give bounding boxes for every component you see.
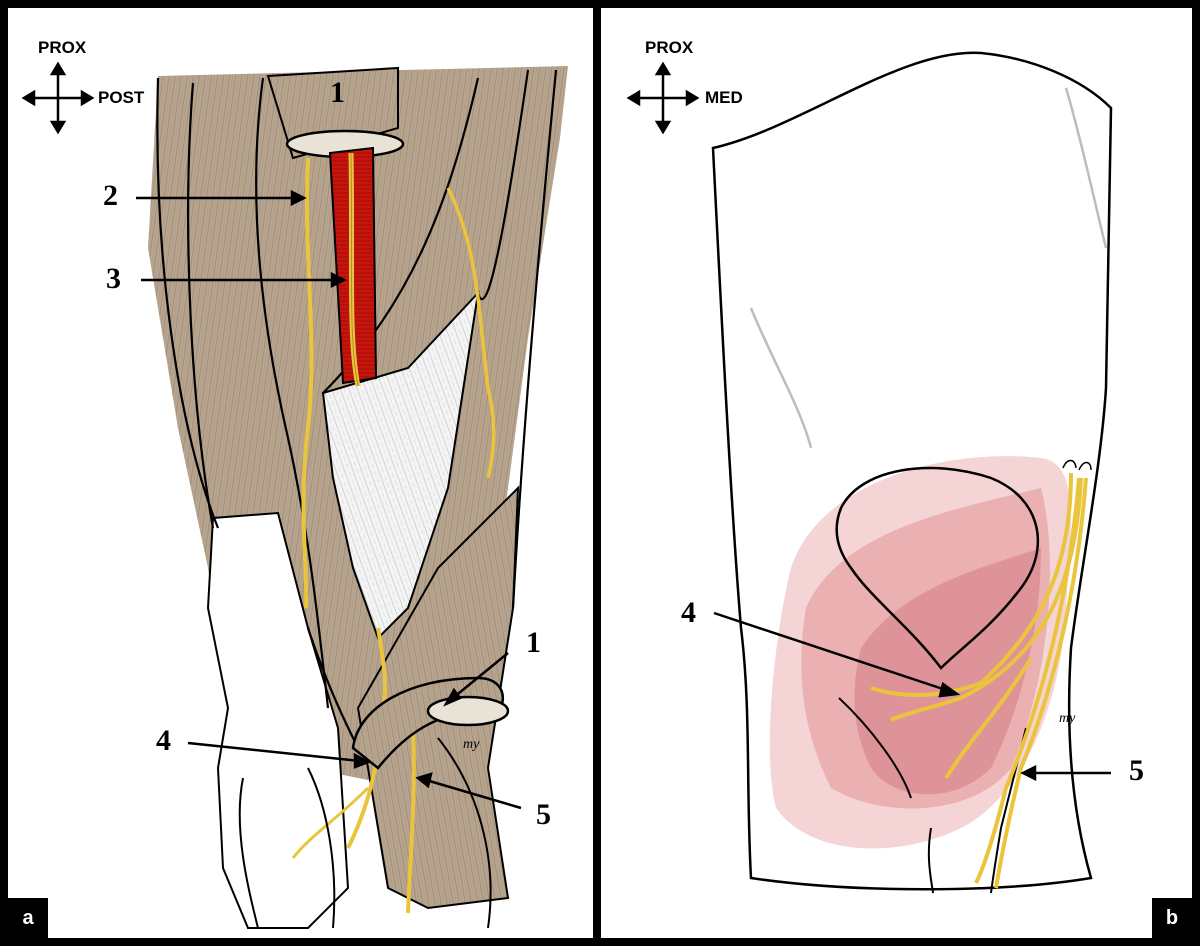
panel-b: my PROX MED 4 5 b <box>601 8 1192 938</box>
direction-up-label: PROX <box>38 38 87 57</box>
callout-leader-lines <box>713 611 1111 782</box>
distal-femur-bone <box>206 511 350 929</box>
callout-3: 3 <box>106 262 121 295</box>
infrapatellar-nerve-branches <box>870 472 1088 889</box>
artist-signature: my <box>1059 711 1076 726</box>
direction-up-label: PROX <box>645 38 694 57</box>
artist-signature: my <box>463 737 480 752</box>
callout-5: 5 <box>1129 754 1144 787</box>
panel-a: my PROX POST 1 2 3 1 4 5 a <box>8 8 593 938</box>
callout-1-bottom: 1 <box>526 626 541 659</box>
callout-2: 2 <box>103 179 118 212</box>
panel-label-b: b <box>1152 898 1192 938</box>
callout-leader-lines <box>136 189 522 810</box>
skin-contour-lines <box>749 87 1108 449</box>
direction-right-label: MED <box>705 88 743 107</box>
callout-1-top: 1 <box>330 76 345 109</box>
compass-arrows <box>626 61 700 135</box>
direction-right-label: POST <box>98 88 145 107</box>
patella-outline <box>835 466 1040 670</box>
tibia-outlines <box>238 737 492 929</box>
panel-label-a: a <box>8 898 48 938</box>
compass-arrows <box>21 61 95 135</box>
fascia-sheet <box>321 289 480 640</box>
callout-4: 4 <box>156 724 171 757</box>
nerve-branch-left <box>301 157 314 609</box>
callout-5: 5 <box>536 798 551 831</box>
muscle-cross-section-bottom <box>426 695 510 727</box>
callout-4: 4 <box>681 596 696 629</box>
thigh-anatomy-illustration: my <box>21 61 568 929</box>
nerve-branch-right <box>446 187 496 479</box>
sensory-zone-dark <box>854 548 1041 795</box>
knee-surface-illustration: my <box>626 51 1113 894</box>
nerve-ends <box>1062 459 1092 471</box>
